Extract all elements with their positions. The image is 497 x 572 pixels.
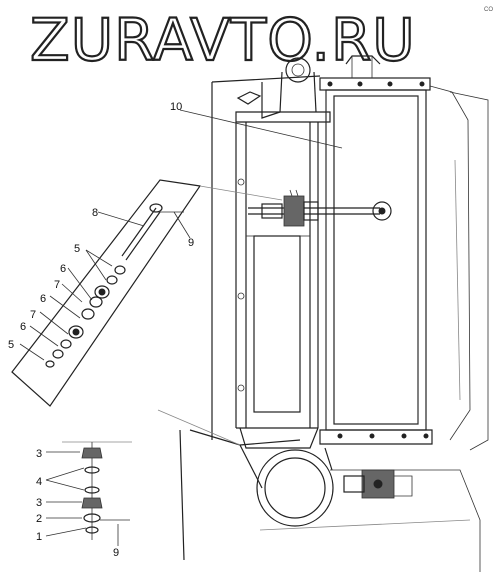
lower-pivot-eye: [239, 444, 413, 527]
callout-labels: 10 8 9 5 6 7 6 7 6 5 3 4 3 2 1 9: [8, 101, 194, 559]
callout-6-b: 6: [40, 293, 46, 305]
leader-lines: [19, 109, 343, 546]
lower-exploded-stack: [62, 441, 132, 540]
callout-3-b: 3: [36, 497, 42, 509]
callout-5-bottom: 5: [8, 339, 14, 351]
callout-9-bottom: 9: [113, 547, 119, 559]
callout-8: 8: [92, 207, 98, 219]
callout-1: 1: [36, 531, 42, 543]
callout-7-b: 7: [30, 309, 36, 321]
callout-6-a: 6: [60, 263, 66, 275]
corner-mark: CO: [484, 7, 493, 13]
vertical-frame: [235, 122, 319, 449]
callout-7-a: 7: [54, 279, 60, 291]
radiator-panel: [319, 55, 433, 445]
callout-3-a: 3: [36, 448, 42, 460]
tie-rod-assembly: [248, 189, 392, 227]
callout-2: 2: [36, 513, 42, 525]
callout-5-top: 5: [74, 243, 80, 255]
callout-6-c: 6: [20, 321, 26, 333]
callout-4: 4: [36, 476, 42, 488]
callout-9-top: 9: [188, 237, 194, 249]
site-watermark: ZURAVTO.RU: [30, 6, 416, 74]
callout-10: 10: [170, 101, 182, 113]
upper-mounting-bracket: [235, 57, 331, 123]
